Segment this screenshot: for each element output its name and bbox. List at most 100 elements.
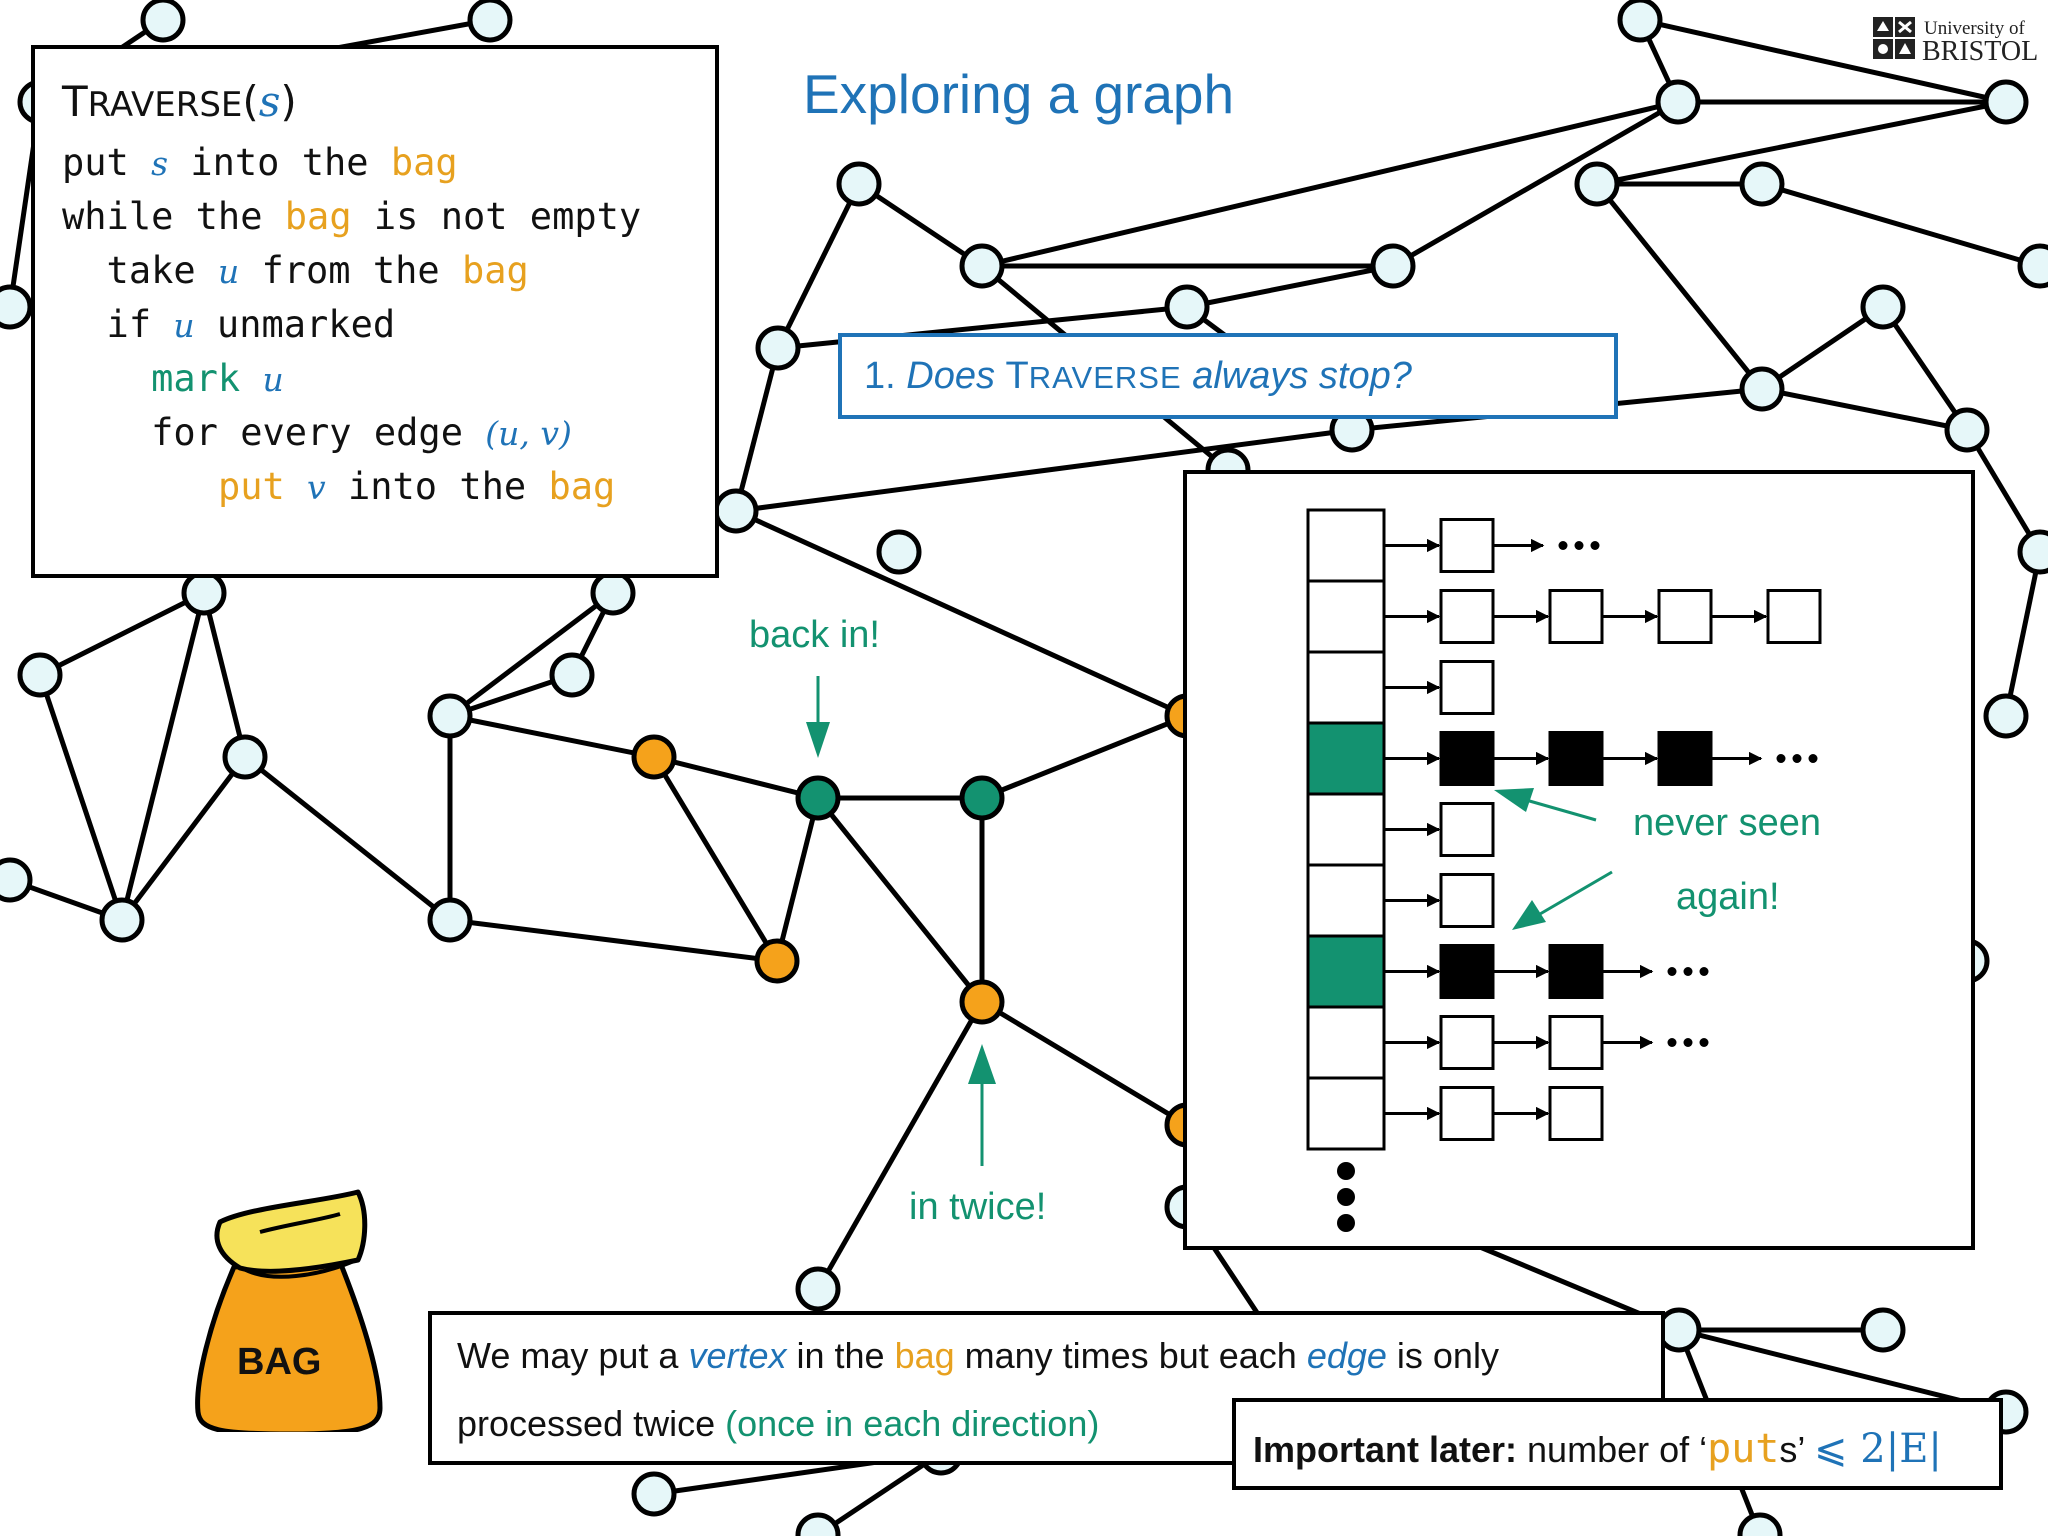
list-node bbox=[1657, 589, 1713, 644]
vertex-marked bbox=[795, 775, 841, 821]
vertex bbox=[140, 0, 186, 43]
list-node bbox=[1439, 802, 1495, 857]
adjacency-cell bbox=[1306, 1076, 1386, 1151]
summary-l1-c: many times but each bbox=[954, 1335, 1307, 1376]
graph-edge bbox=[653, 754, 819, 801]
vertex bbox=[181, 570, 227, 616]
vertex bbox=[1944, 407, 1990, 453]
vertical-ellipsis-dot bbox=[1337, 1162, 1355, 1180]
vertex-orange bbox=[754, 938, 800, 984]
important-box: Important later: number of ‘puts’ ⩽ 2|E| bbox=[1232, 1398, 2003, 1490]
question-text: 1. Does TRAVERSE always stop? bbox=[864, 355, 1412, 398]
graph-edge bbox=[775, 182, 862, 350]
vertex bbox=[1574, 161, 1620, 207]
summary-l1-a: We may put a bbox=[457, 1335, 689, 1376]
vertex bbox=[0, 857, 33, 903]
vertex bbox=[1164, 284, 1210, 330]
important-bold: Important later: bbox=[1253, 1429, 1518, 1470]
vertex bbox=[590, 570, 636, 616]
ellipsis-dot bbox=[1558, 541, 1568, 550]
ellipsis-dot bbox=[1792, 754, 1802, 763]
vertex bbox=[631, 1471, 677, 1517]
code-token: into the bbox=[168, 141, 391, 184]
graph-edge bbox=[980, 999, 1189, 1128]
adjacency-cell bbox=[1306, 721, 1386, 796]
code-line: mark u bbox=[62, 357, 284, 400]
code-token: take bbox=[62, 249, 218, 292]
vertex bbox=[755, 325, 801, 371]
adjacency-cell bbox=[1306, 650, 1386, 725]
ellipsis-dot bbox=[1699, 967, 1709, 976]
vertex bbox=[876, 529, 922, 575]
vertex bbox=[427, 897, 473, 943]
graph-edge bbox=[1761, 386, 1968, 433]
code-token bbox=[62, 465, 218, 508]
graph-edge bbox=[449, 917, 778, 964]
vertex bbox=[1739, 366, 1785, 412]
summary-l1-d: is only bbox=[1386, 1335, 1499, 1376]
vertex bbox=[549, 652, 595, 698]
vertex-orange bbox=[631, 734, 677, 780]
vertex bbox=[1860, 284, 1906, 330]
code-token bbox=[62, 357, 151, 400]
university-logo: University of BRISTOL bbox=[1872, 14, 2040, 67]
vertex bbox=[1655, 79, 1701, 125]
graph-edge bbox=[1760, 304, 1885, 392]
code-line: put s into the bag bbox=[62, 141, 458, 184]
graph-edges bbox=[7, 17, 2043, 1536]
code-token: for every edge bbox=[62, 411, 486, 454]
graph-edge bbox=[981, 99, 1679, 269]
adjacency-cell bbox=[1306, 508, 1386, 583]
graph-edge bbox=[1880, 305, 1970, 432]
summary-edge: edge bbox=[1306, 1335, 1387, 1376]
list-node bbox=[1766, 589, 1822, 644]
vertex bbox=[1860, 1307, 1906, 1353]
code-token: u bbox=[262, 360, 284, 399]
adjacency-cell bbox=[1306, 579, 1386, 654]
code-line: take u from the bag bbox=[62, 249, 529, 292]
graph-edge bbox=[774, 797, 821, 962]
slide-title: Exploring a graph bbox=[803, 63, 1235, 125]
graph-edge bbox=[1595, 182, 1764, 391]
list-node bbox=[1439, 944, 1495, 999]
adjacency-cell bbox=[1306, 863, 1386, 938]
question-name-rest: RAVERSE bbox=[1028, 360, 1182, 395]
adjacency-list-diagram bbox=[1306, 508, 1822, 1232]
graph-edge bbox=[448, 591, 615, 718]
list-node bbox=[1439, 873, 1495, 928]
code-line: if u unmarked bbox=[62, 303, 396, 346]
vertex bbox=[1983, 79, 2029, 125]
bag-label: BAG bbox=[237, 1341, 322, 1383]
list-node bbox=[1548, 1086, 1604, 1141]
vertex bbox=[1983, 693, 2029, 739]
code-token: u bbox=[173, 306, 195, 345]
graph-edge bbox=[119, 592, 207, 921]
list-node bbox=[1439, 518, 1495, 573]
vertex bbox=[713, 488, 759, 534]
ellipsis-dot bbox=[1590, 541, 1600, 550]
code-token: bag bbox=[390, 141, 458, 184]
list-node bbox=[1548, 944, 1604, 999]
graph-edge bbox=[815, 1000, 985, 1291]
algorithm-param: s bbox=[258, 77, 281, 126]
vertex bbox=[222, 734, 268, 780]
logo-line-2: BRISTOL bbox=[1922, 36, 2039, 67]
list-node bbox=[1548, 731, 1604, 786]
graph-edge bbox=[857, 181, 984, 269]
adjacency-list-box bbox=[1183, 470, 1975, 1250]
algorithm-name-close: ) bbox=[280, 77, 297, 126]
graph-edge bbox=[1761, 181, 2041, 269]
code-token: bag bbox=[548, 465, 616, 508]
ellipsis-dot bbox=[1667, 1038, 1677, 1047]
vertex bbox=[99, 897, 145, 943]
vertex bbox=[0, 284, 33, 330]
graph-edge bbox=[38, 590, 206, 678]
summary-l2-green: (once in each direction) bbox=[725, 1403, 1100, 1444]
summary-line-1: We may put a vertex in the bag many time… bbox=[457, 1335, 1499, 1377]
logo-line-1: University of bbox=[1924, 18, 2025, 39]
graph-edge bbox=[735, 427, 1353, 514]
important-puts: put bbox=[1707, 1426, 1780, 1472]
list-node bbox=[1439, 589, 1495, 644]
